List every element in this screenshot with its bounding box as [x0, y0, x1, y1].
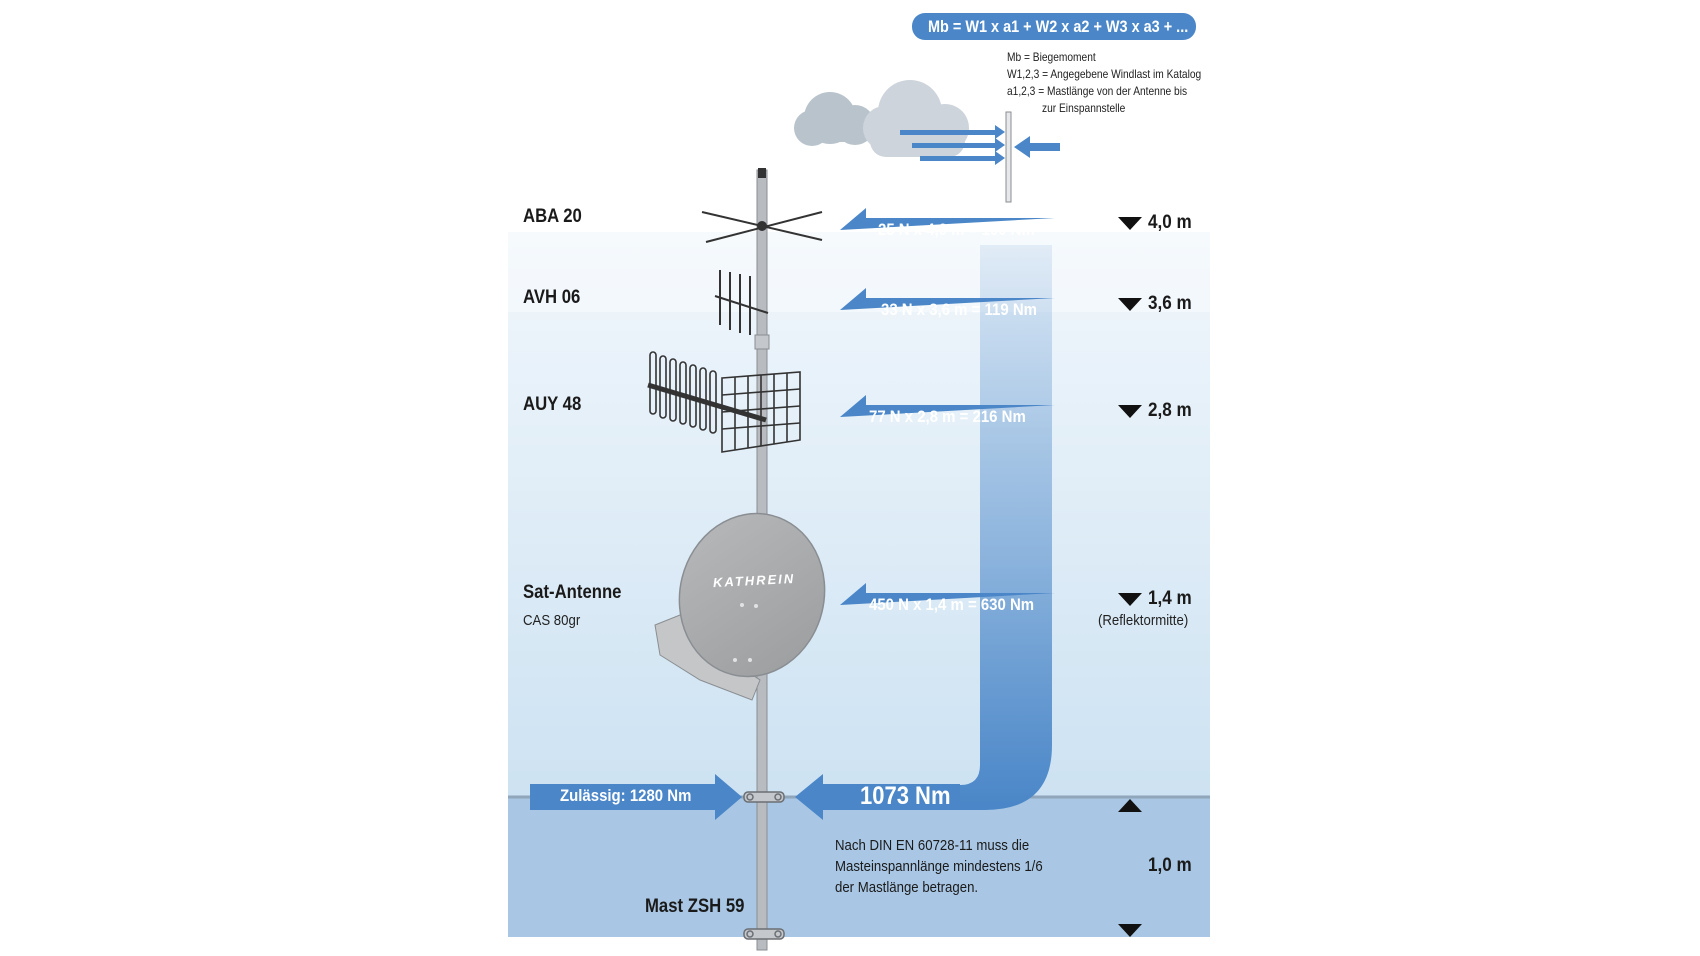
calc-sat: 450 N x 1,4 m = 630 Nm	[869, 595, 1035, 614]
legend-line-1: Mb = Biegemoment	[1007, 50, 1096, 64]
force-arrow-sat	[840, 583, 1055, 605]
label-auy48: AUY 48	[523, 394, 582, 415]
calc-auy48: 77 N x 2,8 m = 216 Nm	[869, 407, 1026, 426]
label-avh06: AVH 06	[523, 287, 581, 308]
sat-dish-icon	[654, 512, 826, 701]
label-mast: Mast ZSH 59	[645, 896, 745, 917]
calc-avh06: 33 N x 3,6 m = 119 Nm	[881, 300, 1037, 319]
legend-line-2: W1,2,3 = Angegebene Windlast im Katalog	[1007, 67, 1202, 81]
total-moment-arrow	[795, 774, 960, 820]
aba20-antenna-icon	[701, 211, 823, 243]
clamp-lower	[743, 928, 785, 940]
marker-4m	[1118, 217, 1142, 230]
formula-text: Mb = W1 x a1 + W2 x a2 + W3 x a3 + ...	[928, 17, 1189, 36]
force-arrow-auy48	[840, 395, 1055, 417]
ground-area	[508, 797, 1210, 937]
force-arrow-avh06	[840, 288, 1055, 310]
height-auy48: 2,8 m	[1148, 400, 1192, 421]
din-note: Nach DIN EN 60728-11 muss die Masteinspa…	[835, 837, 1043, 896]
mast-tip	[758, 168, 766, 178]
cloud-icon	[794, 92, 875, 146]
height-markers	[1118, 217, 1142, 937]
label-sat-model: CAS 80gr	[523, 612, 581, 629]
avh06-antenna-icon	[714, 270, 769, 335]
allowed-moment-value: Zulässig: 1280 Nm	[560, 786, 692, 805]
total-moment-value: 1073 Nm	[860, 782, 951, 810]
clamp-upper	[743, 791, 785, 803]
wind-test-pole	[1005, 111, 1012, 203]
marker-ground-down	[1118, 924, 1142, 937]
auy48-antenna-icon	[647, 351, 801, 453]
moment-accumulation-band	[860, 245, 1052, 810]
height-sat-note: (Reflektormitte)	[1098, 612, 1189, 629]
allowed-moment-arrow	[530, 774, 742, 820]
height-avh06: 3,6 m	[1148, 293, 1192, 314]
calc-aba20: 25 N x 4,0 m = 100 Nm	[878, 220, 1035, 239]
cloud-icon-2	[863, 80, 969, 157]
marker-1-4m	[1118, 593, 1142, 606]
height-clamp: 1,0 m	[1148, 855, 1192, 876]
sky-background	[508, 232, 1210, 797]
label-sat-antenne: Sat-Antenne	[523, 582, 622, 603]
formula-box	[912, 13, 1196, 40]
label-aba20: ABA 20	[523, 206, 582, 227]
wind-arrows-icon	[900, 125, 1060, 165]
height-sat: 1,4 m	[1148, 588, 1192, 609]
marker-2-8m	[1118, 405, 1142, 418]
mast-joint	[754, 334, 770, 350]
legend-line-4: zur Einspannstelle	[1042, 101, 1126, 115]
marker-ground-up	[1118, 799, 1142, 812]
force-arrow-aba20	[840, 208, 1055, 230]
marker-3-6m	[1118, 298, 1142, 311]
legend-line-3: a1,2,3 = Mastlänge von der Antenne bis	[1007, 84, 1188, 98]
height-aba20: 4,0 m	[1148, 212, 1192, 233]
